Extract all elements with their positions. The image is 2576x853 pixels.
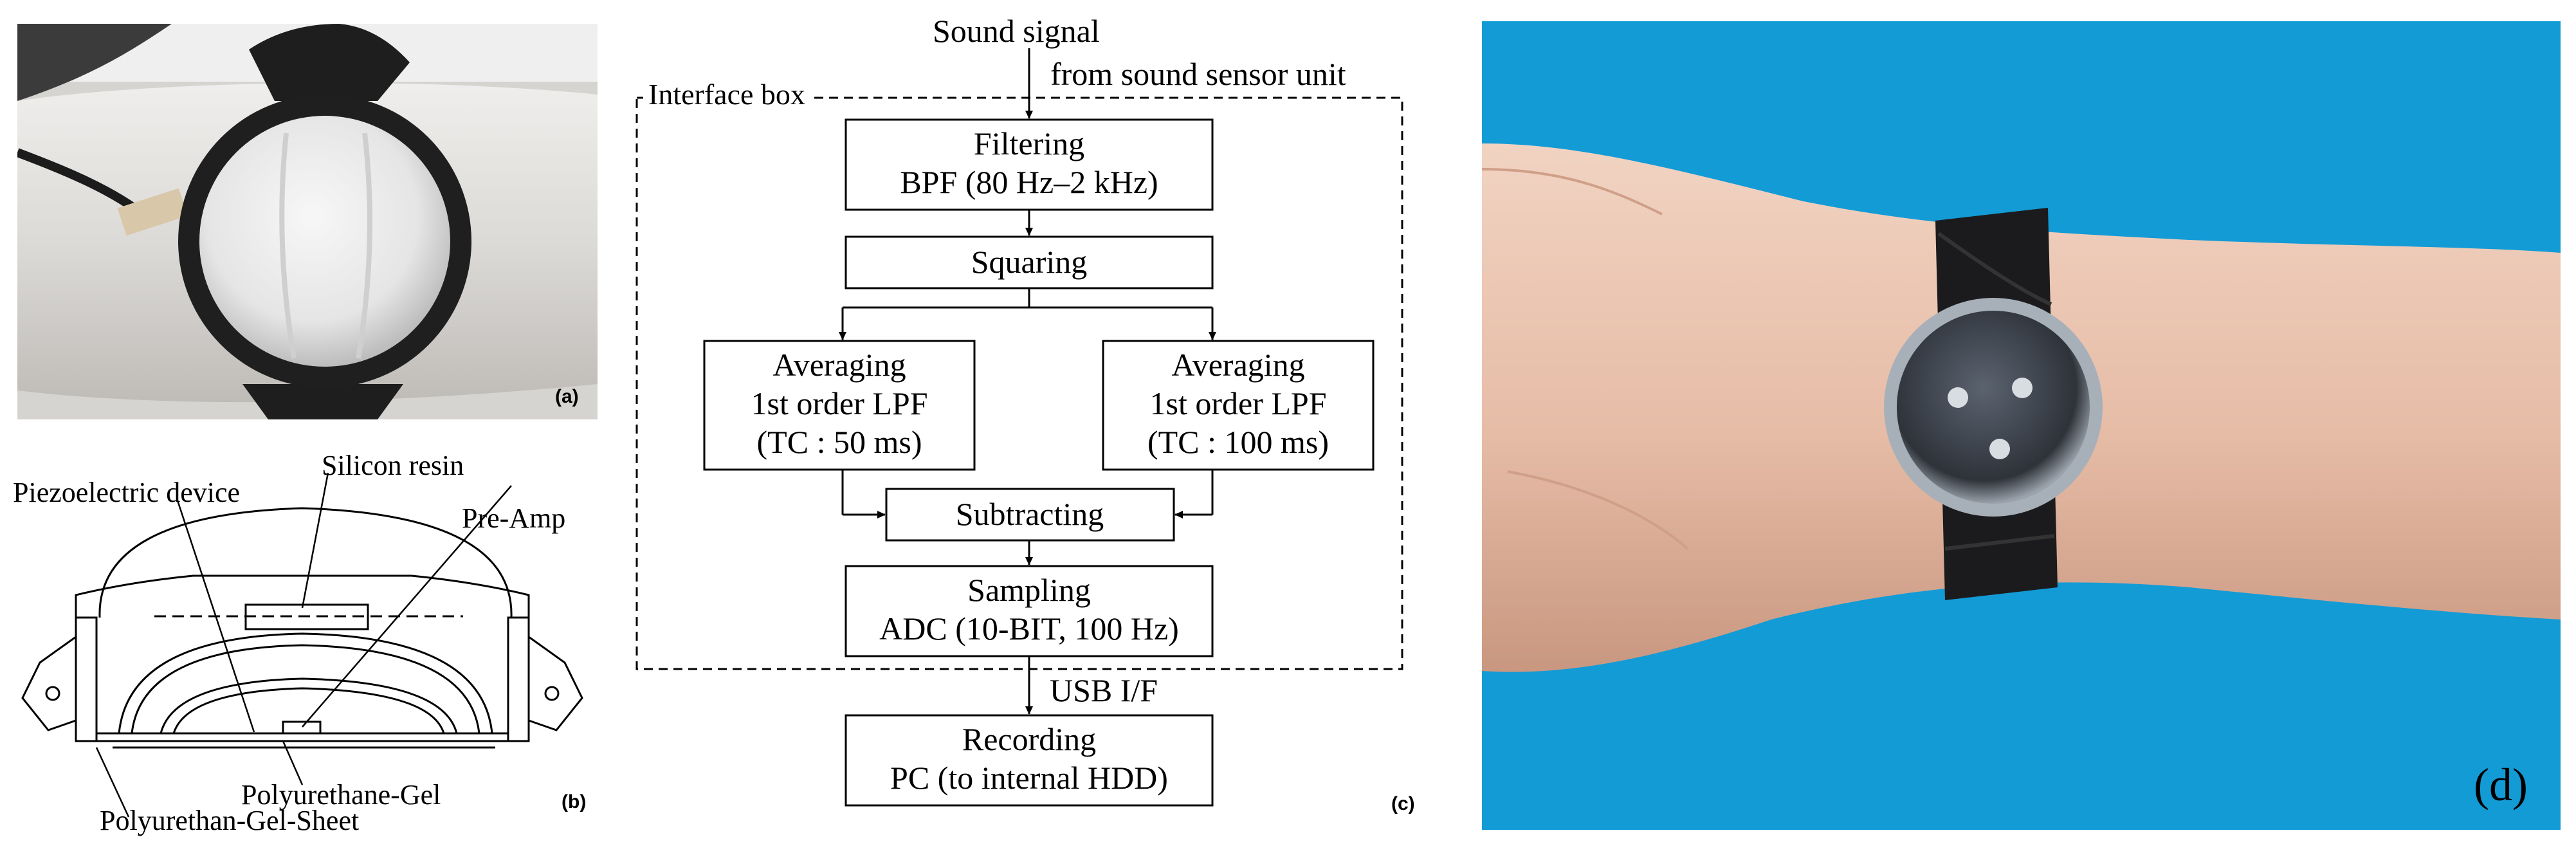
panel-a-label: (a) <box>555 386 579 407</box>
sampling-title: Sampling <box>967 572 1091 608</box>
averaging-100ms-box <box>1102 340 1375 471</box>
callout-piezoelectric-device: Piezoelectric device <box>13 477 240 508</box>
sampling-detail: ADC (10-BIT, 100 Hz) <box>879 610 1179 647</box>
squaring-box <box>845 235 1214 289</box>
interface-box <box>635 96 1403 670</box>
input-source-label: from sound sensor unit <box>1050 56 1346 92</box>
callout-polyurethane-gel: Polyurethane-Gel <box>241 779 441 811</box>
avg-right-filter: 1st order LPF <box>1150 385 1327 421</box>
squaring-label: Squaring <box>971 244 1088 280</box>
sampling-box <box>845 565 1214 657</box>
recording-title: Recording <box>962 721 1096 757</box>
recording-detail: PC (to internal HDD) <box>890 760 1168 796</box>
filtering-detail: BPF (80 Hz–2 kHz) <box>900 164 1158 200</box>
sensor-cross-section-b: Silicon resin Piezoelectric device Pre-A… <box>0 444 605 843</box>
input-sound-signal: Sound signal <box>933 13 1100 49</box>
wrist-band-illustration <box>1482 21 2561 830</box>
panel-c-label: (c) <box>1391 793 1415 814</box>
avg-right-tc: (TC : 100 ms) <box>1147 424 1329 460</box>
callout-pre-amp: Pre-Amp <box>462 502 565 534</box>
wrist-sensor-illustration <box>17 24 598 419</box>
avg-left-tc: (TC : 50 ms) <box>757 424 922 460</box>
photo-wrist-sensor-a: (a) <box>17 24 598 419</box>
callout-silicon-resin: Silicon resin <box>322 450 464 481</box>
subtracting-box <box>885 488 1175 542</box>
averaging-50ms-box <box>703 340 976 471</box>
filtering-title: Filtering <box>974 125 1084 161</box>
avg-left-title: Averaging <box>772 347 906 383</box>
signal-flowchart-c: Interface box Sound signal from sound se… <box>624 0 1460 850</box>
recording-box <box>845 714 1214 807</box>
flowchart-drawing: Interface box Sound signal from sound se… <box>635 13 1403 807</box>
interface-box-label: Interface box <box>648 78 805 111</box>
panel-b-label: (b) <box>562 791 587 812</box>
avg-right-title: Averaging <box>1171 347 1304 383</box>
usb-interface-label: USB I/F <box>1050 672 1158 708</box>
callout-polyurethan-gel-sheet: Polyurethan-Gel-Sheet <box>100 805 359 836</box>
panel-d-label: (d) <box>2474 759 2528 811</box>
subtracting-label: Subtracting <box>956 496 1104 532</box>
avg-left-filter: 1st order LPF <box>751 385 928 421</box>
cross-section-drawing: Silicon resin Piezoelectric device Pre-A… <box>13 450 583 836</box>
photo-wrist-band-d: (d) <box>1482 21 2561 830</box>
